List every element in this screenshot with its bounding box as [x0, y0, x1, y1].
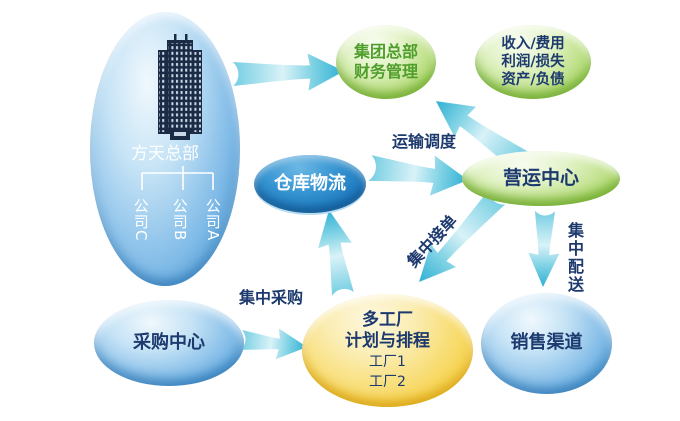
- metrics-line1: 收入/费用: [501, 35, 565, 52]
- operations-title: 营运中心: [502, 166, 579, 189]
- company-a-label: 公司A: [203, 198, 222, 242]
- metrics-line3: 资产/负债: [501, 72, 565, 89]
- sales-title: 销售渠道: [510, 332, 583, 354]
- node-financial-metrics: 收入/费用 利润/损失 资产/负债: [475, 25, 591, 99]
- node-factory-planning: 多工厂 计划与排程 工厂1 工厂2: [302, 294, 473, 407]
- hq-title: 方天总部: [131, 144, 199, 164]
- finance-line1: 集团总部: [353, 42, 418, 61]
- centralized-purchase-label: 集中采购: [238, 288, 303, 307]
- arrow-warehouse-to-operations: [368, 155, 468, 196]
- metrics-line2: 利润/损失: [501, 53, 565, 70]
- company-b-label: 公司B: [170, 198, 189, 242]
- building-icon: [158, 34, 202, 140]
- arrow-factory-to-warehouse: [318, 210, 354, 296]
- node-procurement-center: 采购中心: [94, 300, 244, 386]
- node-sales-channels: 销售渠道: [481, 293, 612, 394]
- org-chart-lines: [141, 166, 214, 190]
- company-c-label: 公司C: [131, 198, 150, 242]
- node-operations-center: 营运中心: [462, 151, 620, 206]
- arrow-operations-to-factory: [419, 189, 506, 283]
- node-warehouse-logistics: 仓库物流: [254, 155, 366, 213]
- factory-item1: 工厂1: [369, 354, 406, 371]
- factory-line2: 计划与排程: [345, 331, 430, 351]
- procurement-title: 采购中心: [133, 331, 205, 353]
- arrow-procurement-to-factory: [239, 328, 307, 360]
- factory-item2: 工厂2: [369, 373, 406, 390]
- arrow-operations-to-sales: [528, 210, 560, 288]
- node-group-finance: 集团总部 财务管理: [336, 25, 436, 99]
- warehouse-title: 仓库物流: [274, 172, 346, 194]
- centralized-delivery-label: 集中配送: [565, 222, 584, 294]
- node-headquarters: 方天总部 公司C 公司B 公司A: [90, 12, 240, 286]
- factory-line1: 多工厂: [362, 309, 413, 330]
- finance-line2: 财务管理: [353, 62, 418, 81]
- transport-dispatch-label: 运输调度: [391, 132, 456, 151]
- arrow-hq-to-finance: [232, 53, 345, 91]
